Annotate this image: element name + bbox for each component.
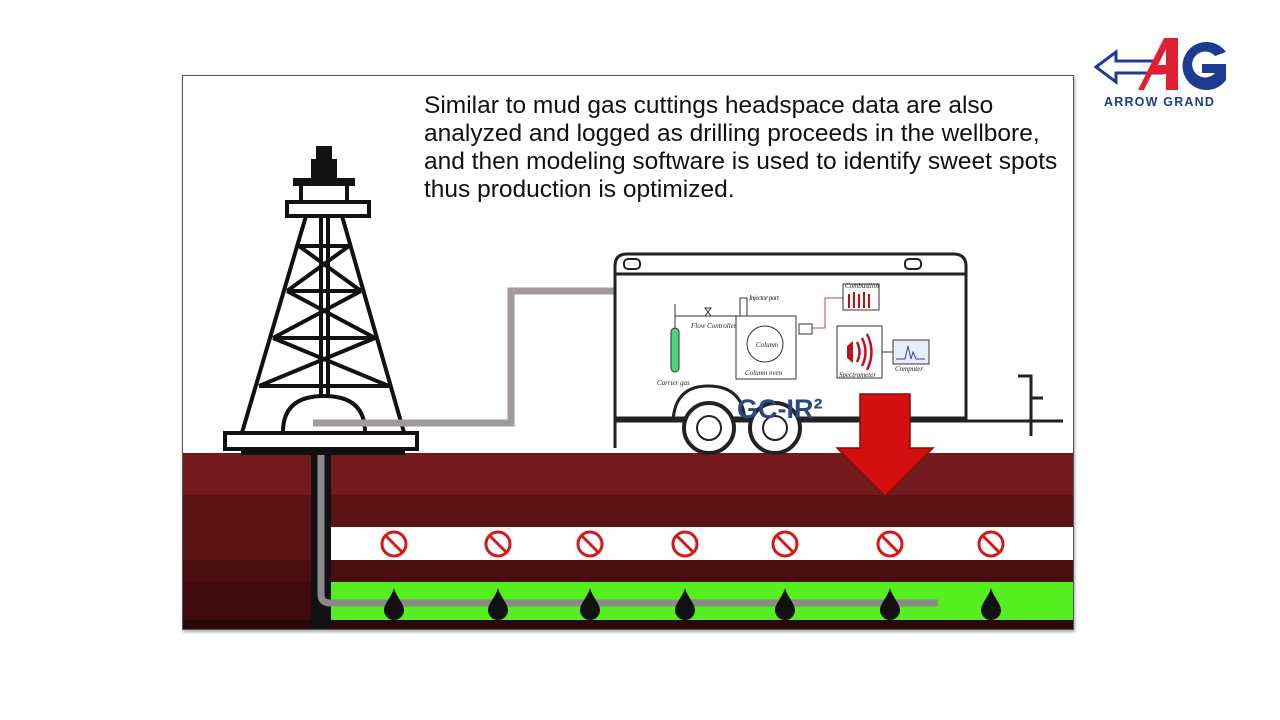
prohibited-icon (671, 530, 699, 558)
trailer-wheel (748, 401, 802, 455)
logo-letter-g (1182, 42, 1226, 90)
layer-markers (380, 530, 1005, 620)
label-spectrometer: Spectrometer (839, 371, 876, 379)
label-injector-port: Injector port (748, 294, 780, 302)
trailer (613, 252, 1063, 455)
horizontal-well (317, 452, 938, 607)
oil-drop-icon (384, 588, 404, 620)
prohibited-icon (380, 530, 408, 558)
label-combustion: Combustion (845, 282, 879, 290)
label-column-oven: Column oven (745, 369, 783, 377)
oil-drop-icon (880, 588, 900, 620)
label-computer: Computer (895, 365, 923, 373)
surface-layer (183, 453, 1073, 495)
slide-caption: Similar to mud gas cuttings headspace da… (424, 92, 1058, 203)
middle-layer (183, 560, 1073, 582)
gc-schematic (670, 283, 930, 380)
label-column: Column (756, 341, 779, 349)
oil-drop-icon (675, 588, 695, 620)
trailer-wheel (682, 401, 736, 455)
label-flow-controller: Flow Controller (690, 322, 737, 330)
upper-layer (183, 495, 1073, 527)
oil-drop-icon (775, 588, 795, 620)
logo-letter-a (1138, 38, 1178, 90)
prohibited-icon (576, 530, 604, 558)
oil-drop-icon (981, 588, 1001, 620)
oil-drop-icon (488, 588, 508, 620)
arrow-grand-logo: AG (1094, 34, 1226, 90)
slide: Injector port Flow Controller Column Col… (182, 75, 1074, 630)
gc-ir-label: GC-IR² (737, 394, 822, 424)
logo-letters: AG (1094, 34, 1096, 35)
logo-name: ARROW GRAND (1104, 95, 1216, 109)
oil-derrick-icon (223, 146, 419, 455)
oil-drop-icon (580, 588, 600, 620)
barrier-band (329, 527, 1073, 560)
label-carrier-gas: Carrier gas (657, 379, 690, 387)
down-arrow-icon (835, 393, 935, 498)
prohibited-icon (977, 530, 1005, 558)
prohibited-icon (484, 530, 512, 558)
drilling-scene: Injector port Flow Controller Column Col… (183, 146, 1073, 629)
prohibited-icon (771, 530, 799, 558)
prohibited-icon (876, 530, 904, 558)
